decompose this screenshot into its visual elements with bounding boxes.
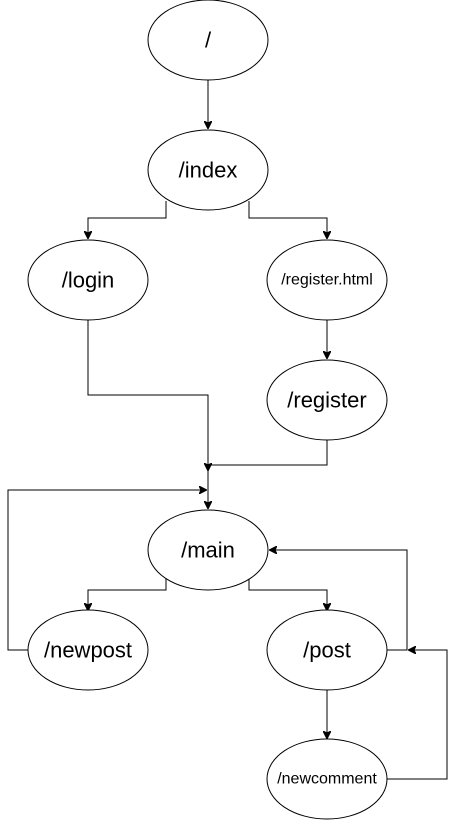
edge-main-to-newpost	[88, 579, 167, 610]
edge-index-to-register-html	[248, 201, 327, 238]
node-index[interactable]: /index	[147, 129, 269, 211]
node-register-html[interactable]: /register.html	[266, 239, 388, 321]
edge-index-to-login	[88, 201, 167, 238]
node-index-label: /index	[179, 158, 238, 183]
edge-post-to-main	[270, 550, 408, 651]
node-newpost-shape	[27, 609, 149, 691]
node-post-label: /post	[303, 638, 351, 663]
node-register[interactable]: /register	[266, 359, 388, 441]
node-root-label: /	[205, 28, 212, 53]
edges	[7, 80, 448, 780]
node-index-shape	[147, 129, 269, 211]
edge-register-to-merge	[208, 440, 328, 466]
node-newpost-label: /newpost	[44, 638, 132, 663]
node-post[interactable]: /post	[266, 609, 388, 691]
node-login-shape	[27, 239, 149, 321]
node-newcomment[interactable]: /newcomment	[266, 738, 388, 820]
node-register-shape	[266, 359, 388, 441]
node-newcomment-label: /newcomment	[277, 771, 377, 788]
node-root[interactable]: /	[147, 0, 269, 81]
node-login[interactable]: /login	[27, 239, 149, 321]
node-login-label: /login	[62, 268, 115, 293]
node-newcomment-shape	[266, 738, 388, 820]
edge-main-to-post	[248, 579, 327, 610]
node-main-shape	[147, 509, 269, 591]
node-main[interactable]: /main	[147, 509, 269, 591]
edge-newcomment-to-post	[387, 650, 448, 780]
node-register-label: /register	[287, 388, 366, 413]
node-root-shape	[147, 0, 269, 81]
node-post-shape	[266, 609, 388, 691]
node-register-html-label: /register.html	[281, 272, 373, 289]
edge-login-to-merge	[87, 320, 208, 470]
node-newpost[interactable]: /newpost	[27, 609, 149, 691]
edge-newpost-to-main	[7, 490, 206, 651]
node-register-html-shape	[266, 239, 388, 321]
node-main-label: /main	[181, 538, 235, 563]
